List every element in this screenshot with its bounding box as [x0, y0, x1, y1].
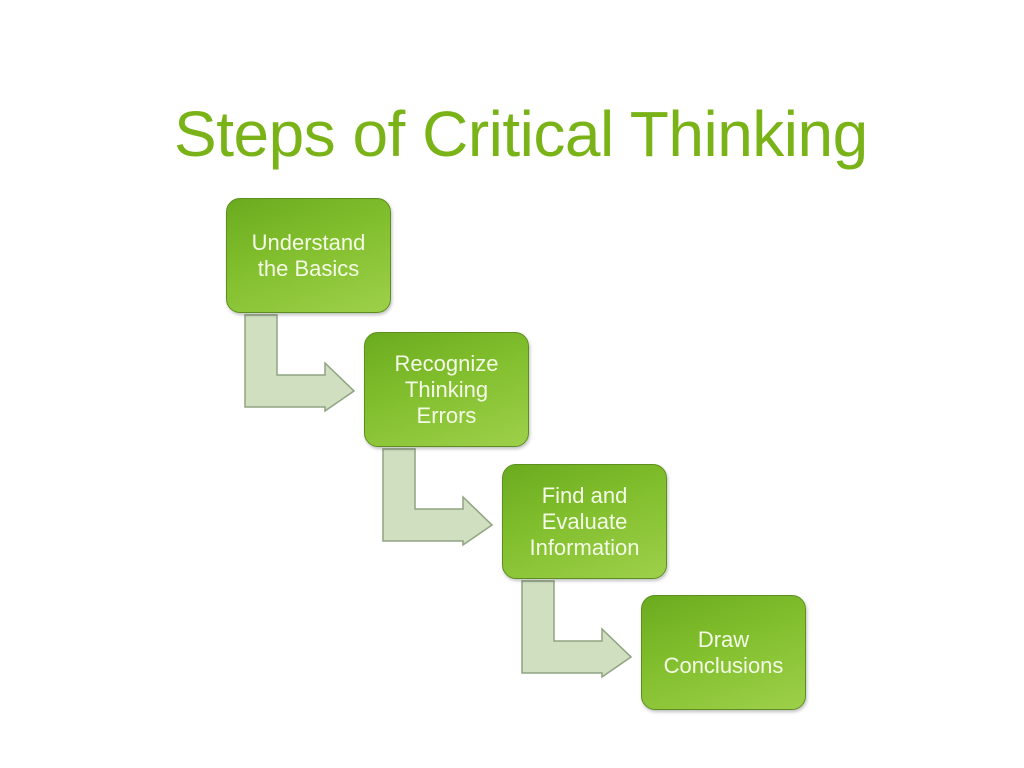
step-4-label: Draw Conclusions — [663, 626, 784, 678]
step-1-box: Understand the Basics — [226, 198, 391, 313]
step-4-box: Draw Conclusions — [641, 595, 806, 710]
step-3-label: Find and Evaluate Information — [529, 482, 640, 560]
bent-arrow-icon — [382, 448, 493, 547]
slide-title: Steps of Critical Thinking — [174, 98, 868, 170]
bent-arrow-icon — [521, 580, 632, 679]
step-3-box: Find and Evaluate Information — [502, 464, 667, 579]
step-2-label: Recognize Thinking Errors — [394, 350, 499, 428]
step-1-label: Understand the Basics — [251, 229, 366, 281]
step-2-box: Recognize Thinking Errors — [364, 332, 529, 447]
bent-arrow-icon — [244, 314, 355, 413]
